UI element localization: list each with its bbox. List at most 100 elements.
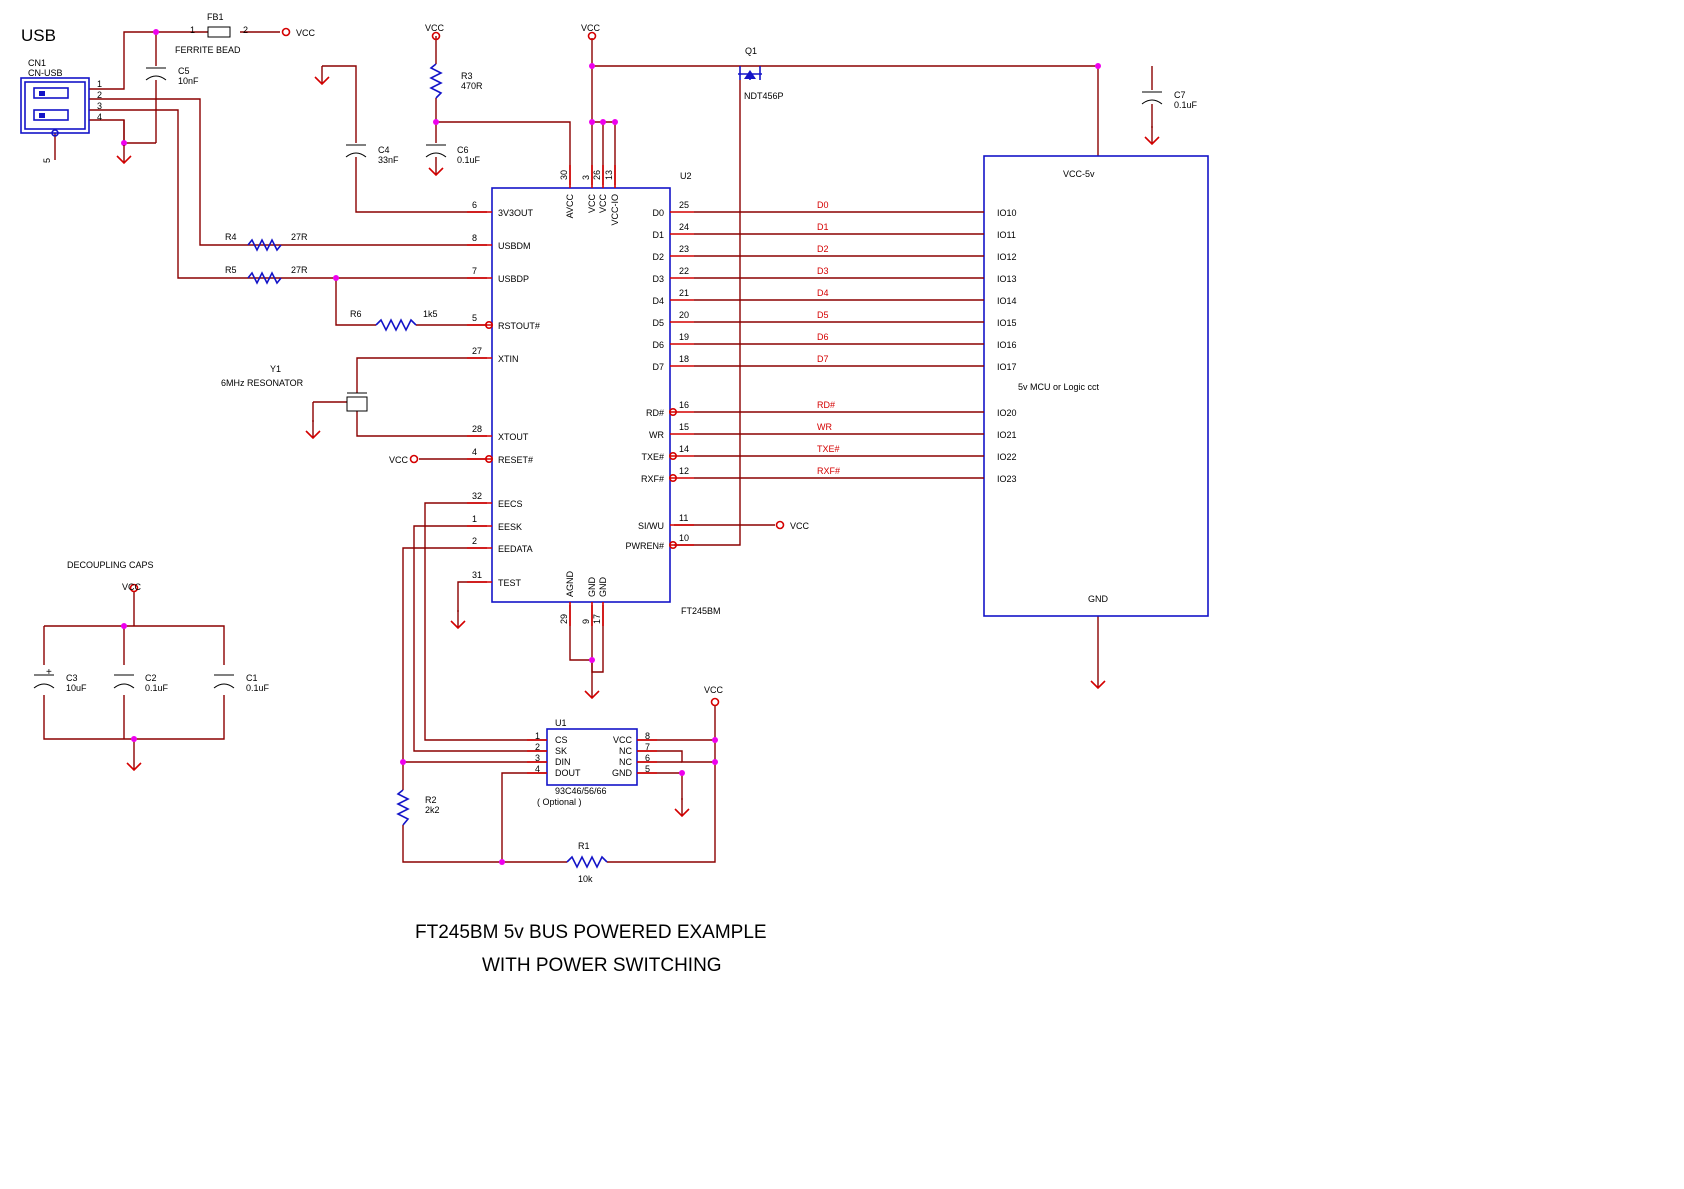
usb-heading: USB: [21, 26, 56, 45]
pin-name: D1: [652, 230, 664, 240]
u2-pin-gnd: 9 GND: [581, 577, 597, 626]
pin-number: 27: [472, 346, 482, 356]
r1-value: 10k: [578, 874, 593, 884]
pin-number: 32: [472, 491, 482, 501]
mcu-gnd-label: GND: [1088, 594, 1109, 604]
pin-name: VCC-IO: [610, 194, 620, 226]
mcu-label: 5v MCU or Logic cct: [1018, 382, 1100, 392]
usb-pin: 5: [42, 158, 52, 163]
mcu-io-label: IO11: [997, 230, 1016, 240]
mcu-io-label: IO22: [997, 452, 1017, 462]
pin-name: VCC: [613, 735, 633, 745]
u1-pin-nc: 7NC: [619, 742, 657, 756]
pin-name: VCC: [587, 194, 597, 214]
decoupling-caps: DECOUPLING CAPS + C3 10uF C2 0.1uF C1 0.…: [33, 560, 270, 693]
r2-ref: R2: [425, 795, 437, 805]
mcu-io-label: IO16: [997, 340, 1017, 350]
pin-name: USBDM: [498, 241, 531, 251]
pin-number: 1: [535, 731, 540, 741]
wiring: [43, 31, 1153, 863]
data-bus: D0IO10D1IO11D2IO12D3IO13D4IO14D5IO15D6IO…: [694, 200, 1017, 484]
c5-value: 10nF: [178, 76, 199, 86]
pin-number: 16: [679, 400, 689, 410]
r6-ref: R6: [350, 309, 362, 319]
y1-ref: Y1: [270, 364, 281, 374]
capacitor-c4: C4 33nF: [345, 144, 399, 165]
fb1-ref: FB1: [207, 12, 224, 22]
usb-pin: 3: [97, 101, 102, 111]
pin-number: 22: [679, 266, 689, 276]
pin-number: 28: [472, 424, 482, 434]
pin-name: GND: [587, 577, 597, 598]
pin-number: 9: [581, 619, 591, 624]
u2-ref: U2: [680, 171, 692, 181]
pin-number: 11: [679, 513, 688, 523]
c4-value: 33nF: [378, 155, 399, 165]
c6-value: 0.1uF: [457, 155, 481, 165]
mcu-io-label: IO23: [997, 474, 1017, 484]
pin-number: 5: [645, 764, 650, 774]
net-label: RXF#: [817, 466, 840, 476]
c4-ref: C4: [378, 145, 390, 155]
c2-value: 0.1uF: [145, 683, 169, 693]
pin-number: 2: [535, 742, 540, 752]
active-low-bubble: [668, 540, 677, 549]
decoupling-label: DECOUPLING CAPS: [67, 560, 154, 570]
usb-ref: CN1: [28, 58, 46, 68]
r6-value: 1k5: [423, 309, 438, 319]
pin-name: RSTOUT#: [498, 321, 540, 331]
capacitor-c5: C5 10nF: [145, 66, 199, 86]
resistor-r2: R2 2k2: [396, 789, 440, 826]
ferrite-bead-fb1: FB1 FERRITE BEAD 1 2: [175, 12, 248, 55]
pin-number: 8: [645, 731, 650, 741]
pin-number: 7: [645, 742, 650, 752]
r5-ref: R5: [225, 265, 237, 275]
resistor-r1: R1 10k: [566, 841, 608, 884]
mcu-io-label: IO13: [997, 274, 1017, 284]
net-rd: RD#IO20: [694, 400, 1017, 418]
u2-right-pins: 25D024D123D222D321D420D519D618D716RD#15W…: [625, 200, 694, 551]
pin-name: EEDATA: [498, 544, 533, 554]
fb1-value: FERRITE BEAD: [175, 45, 241, 55]
pin-name: TXE#: [641, 452, 664, 462]
mcu-io-label: IO15: [997, 318, 1017, 328]
net-label: D6: [817, 332, 829, 342]
pin-number: 13: [604, 170, 614, 180]
c5-ref: C5: [178, 66, 190, 76]
ground-icon: [1144, 125, 1160, 145]
pin-name: CS: [555, 735, 568, 745]
usb-part: CN-USB: [28, 68, 63, 78]
u1-pin-cs: 1 CS: [527, 731, 568, 745]
u1-pin-nc: 6NC: [619, 753, 657, 767]
r4-ref: R4: [225, 232, 237, 242]
title-line-1: FT245BM 5v BUS POWERED EXAMPLE: [415, 922, 767, 943]
pin-number: 1: [472, 514, 477, 524]
r3-value: 470R: [461, 81, 483, 91]
net-label: TXE#: [817, 444, 840, 454]
pin-name: DOUT: [555, 768, 581, 778]
pin-number: 19: [679, 332, 689, 342]
